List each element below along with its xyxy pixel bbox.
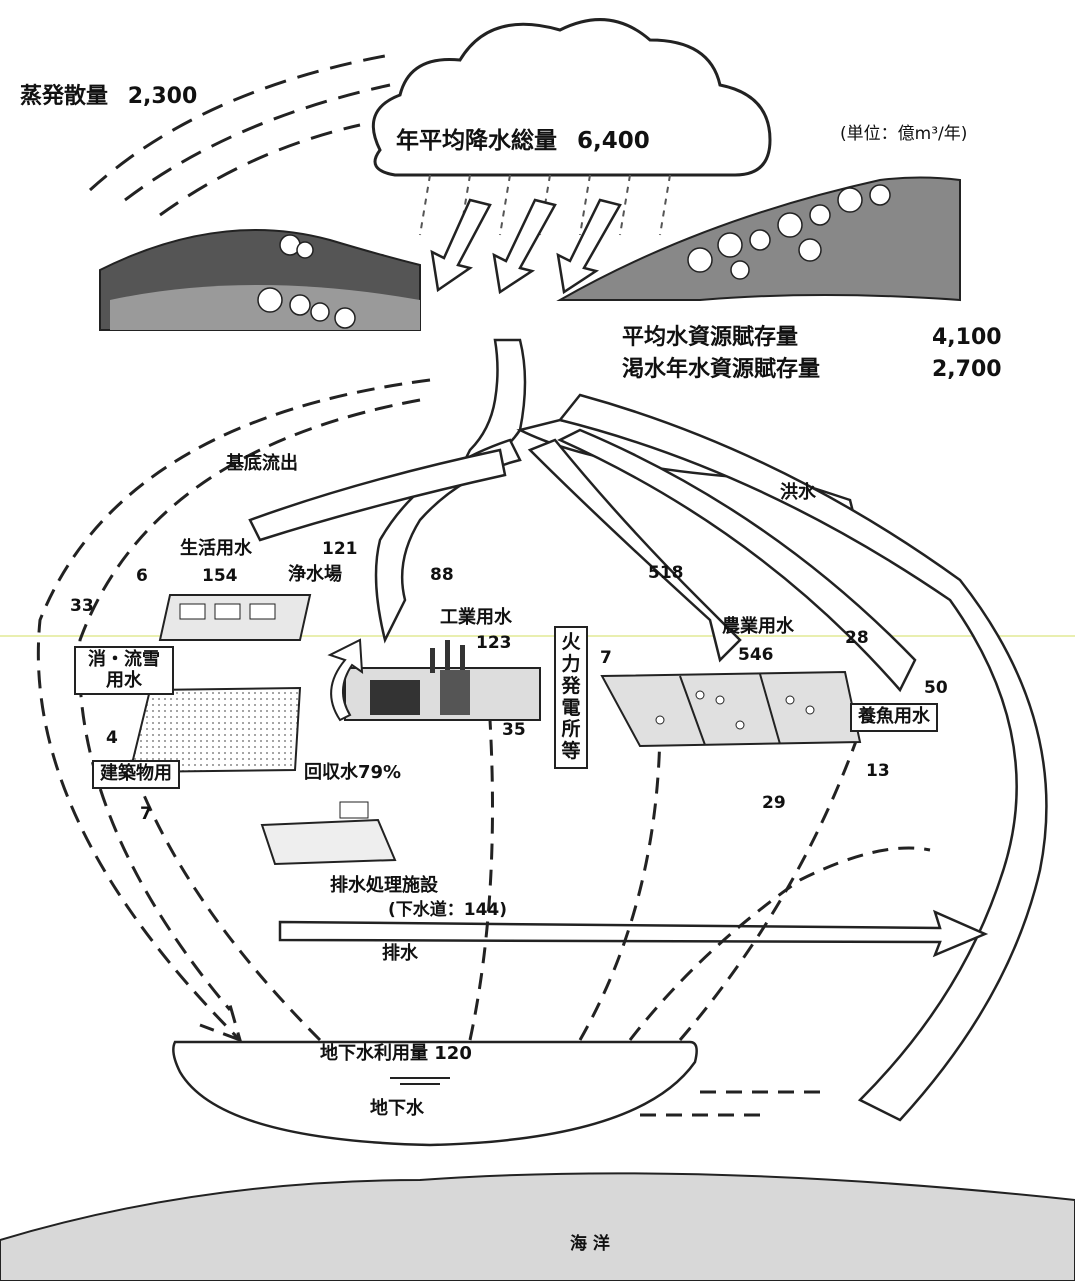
- precipitation-value: 6,400: [577, 128, 650, 154]
- building-4-value: 4: [106, 728, 118, 748]
- groundwater-lens: [172, 1040, 698, 1147]
- resource-drought: 渇水年水資源賦存量 2,700: [622, 357, 1002, 382]
- domestic-total-value: 154: [202, 566, 238, 586]
- left-33-value: 33: [70, 596, 94, 616]
- evapotranspiration-label: 蒸発散量 2,300: [20, 86, 197, 108]
- industrial-gw-value: 35: [502, 720, 526, 740]
- resource-average-label: 平均水資源賦存量: [622, 325, 799, 350]
- resource-average: 平均水資源賦存量 4,100: [622, 325, 1002, 350]
- treatment-label: 排水処理施設: [330, 875, 438, 896]
- base-runoff-label: 基底流出: [226, 453, 298, 474]
- rain-arrows: [430, 198, 622, 295]
- building-7-value: 7: [140, 804, 152, 824]
- evaporation-arcs: [88, 53, 391, 217]
- river-flows: [248, 338, 1048, 1122]
- thermal-value: 7: [600, 648, 612, 668]
- drainage-arrow: [278, 909, 989, 958]
- purification-plant-icon: [158, 594, 312, 641]
- groundwater-label: 地下水: [370, 1098, 424, 1119]
- building-city-icon: [128, 686, 302, 774]
- flood-label: 洪水: [780, 482, 816, 503]
- building-box: 建築物用: [92, 760, 180, 789]
- ocean: [0, 1172, 1075, 1281]
- recycled-label: 回収水79%: [304, 762, 402, 783]
- unit-label: (単位：億m³/年): [840, 124, 968, 144]
- industrial-total-value: 123: [476, 633, 512, 653]
- industrial-in-value: 88: [430, 565, 454, 585]
- agricultural-total-value: 546: [738, 645, 774, 665]
- aquaculture-box: 養魚用水: [850, 703, 938, 732]
- domestic-label: 生活用水: [180, 538, 252, 559]
- thermal-power-box: 火力発電所等: [554, 626, 588, 770]
- firefighting-value: 6: [136, 566, 148, 586]
- mountain-icon: [99, 229, 421, 331]
- precipitation-label: 年平均降水総量: [396, 128, 557, 154]
- evapotranspiration-text: 蒸発散量: [20, 84, 109, 109]
- firefighting-box: 消・流雪 用水: [74, 646, 174, 696]
- drainage-label: 排水: [382, 943, 418, 964]
- evapotranspiration-value: 2,300: [127, 84, 198, 109]
- groundwater-use-label: 地下水利用量 120: [320, 1043, 472, 1064]
- sewer-label: (下水道：144): [388, 900, 508, 920]
- domestic-in-value: 121: [322, 539, 358, 559]
- farm-field-icon: [600, 670, 862, 748]
- factory-icon: [327, 638, 541, 722]
- resource-drought-label: 渇水年水資源賦存量: [622, 357, 821, 382]
- resource-drought-value: 2,700: [932, 357, 1002, 382]
- tree-icon: [257, 234, 356, 329]
- left-return-arc: [36, 378, 431, 1046]
- aquaculture-total-value: 50: [924, 678, 948, 698]
- ocean-label: 海 洋: [570, 1234, 610, 1254]
- precipitation-title: 年平均降水総量 6,400: [392, 128, 654, 155]
- agricultural-label: 農業用水: [722, 616, 794, 637]
- purification-label: 浄水場: [288, 564, 342, 585]
- aquaculture-gw-value: 13: [866, 761, 890, 781]
- industrial-label: 工業用水: [440, 607, 512, 628]
- treatment-plant-icon: [260, 801, 397, 866]
- resource-average-value: 4,100: [932, 325, 1002, 350]
- groundwater-flows: [128, 719, 931, 1117]
- agricultural-gw-value: 29: [762, 793, 786, 813]
- aquaculture-in-value: 28: [845, 628, 869, 648]
- agricultural-in-value: 518: [648, 563, 684, 583]
- tree-icon: [687, 184, 891, 280]
